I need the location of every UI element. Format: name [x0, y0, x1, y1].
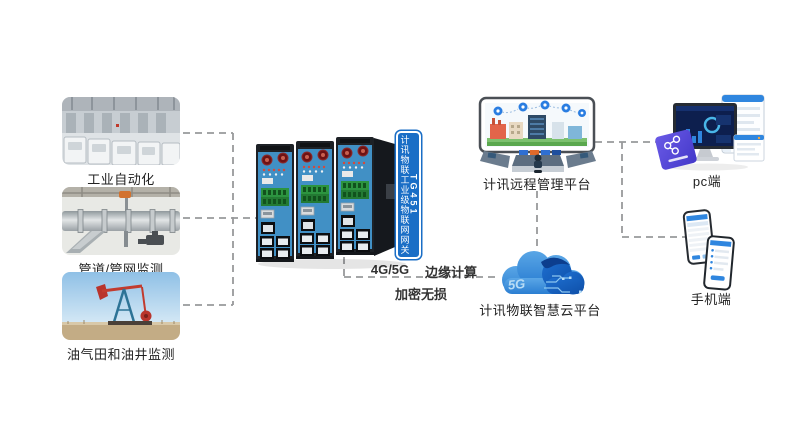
oil-field-photo [62, 272, 180, 340]
pc-client-illustration [655, 94, 765, 171]
gateway-model: TG451 [408, 173, 419, 217]
router-unit [255, 143, 295, 263]
management-platform-label: 计讯远程管理平台 [482, 177, 592, 192]
link-label-encryption: 加密无损 [394, 287, 448, 302]
pc-client-label: pc端 [692, 174, 722, 189]
cloud-5g-badge: 5G [507, 276, 526, 293]
link-label-4g5g: 4G/5G [370, 262, 410, 277]
gateway-model-badge: 计讯物联工业级物联网网关 TG451 [396, 131, 421, 259]
source-label: 油气田和油井监测 [66, 347, 176, 362]
cloud-platform-label: 计讯物联智慧云平台 [479, 303, 601, 318]
mobile-client-label: 手机端 [690, 292, 732, 307]
link-label-edge-computing: 边缘计算 [424, 265, 478, 280]
cloud-platform-illustration: 5G [502, 251, 585, 295]
gateway-name-vertical: 计讯物联工业级物联网网关 [399, 135, 410, 255]
router-unit [295, 140, 335, 260]
source-label: 工业自动化 [87, 172, 155, 187]
gateway-routers-illustration [255, 136, 406, 269]
pipeline-photo [62, 187, 180, 255]
router-unit [335, 136, 375, 256]
factory-photo [62, 97, 180, 165]
management-platform-illustration [478, 96, 596, 173]
mobile-client-illustration [682, 209, 735, 291]
